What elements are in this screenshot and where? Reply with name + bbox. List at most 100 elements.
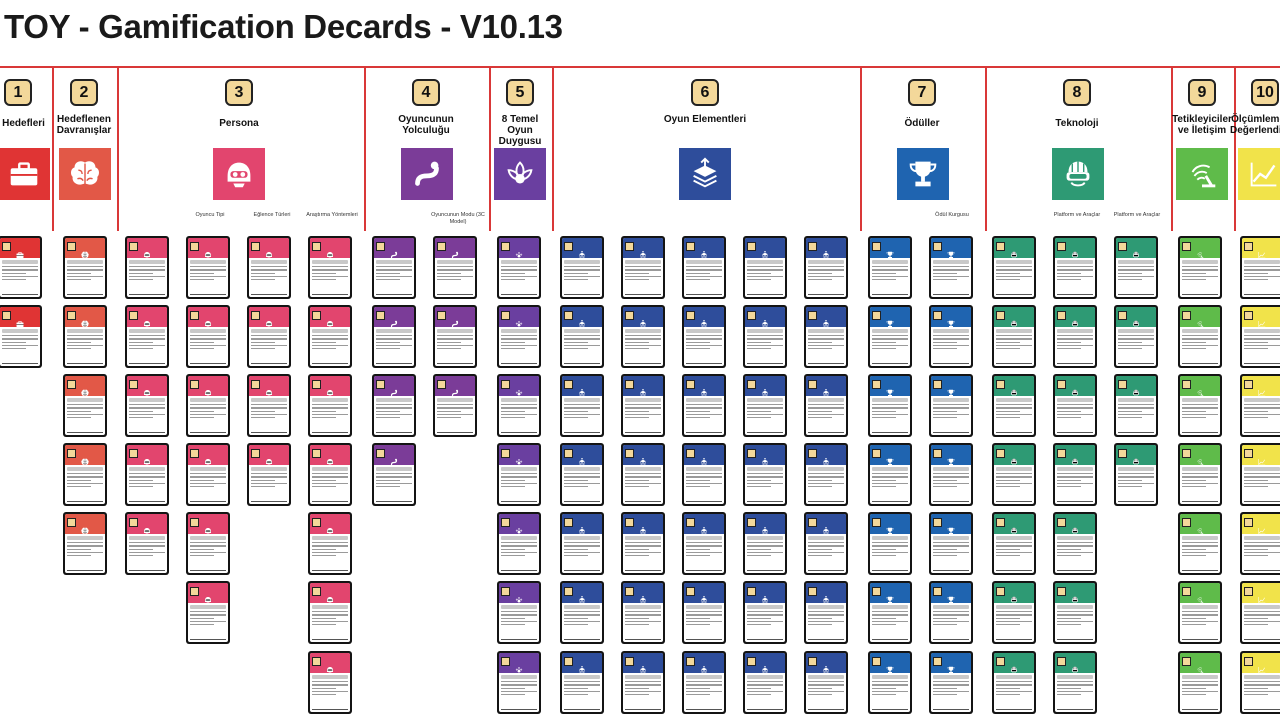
card-3[interactable] [247, 374, 291, 437]
card-6[interactable] [621, 443, 665, 506]
card-7[interactable] [929, 374, 973, 437]
card-8[interactable] [992, 236, 1036, 299]
card-6[interactable] [621, 651, 665, 714]
card-6[interactable] [682, 236, 726, 299]
card-5[interactable] [497, 236, 541, 299]
card-10[interactable] [1240, 305, 1280, 368]
card-2[interactable] [63, 443, 107, 506]
card-6[interactable] [743, 581, 787, 644]
card-3[interactable] [308, 305, 352, 368]
card-8[interactable] [1053, 236, 1097, 299]
card-8[interactable] [1053, 651, 1097, 714]
card-3[interactable] [186, 374, 230, 437]
card-6[interactable] [804, 443, 848, 506]
card-6[interactable] [621, 236, 665, 299]
card-8[interactable] [1114, 374, 1158, 437]
card-3[interactable] [186, 305, 230, 368]
card-6[interactable] [804, 236, 848, 299]
card-7[interactable] [929, 512, 973, 575]
card-6[interactable] [621, 305, 665, 368]
card-8[interactable] [992, 443, 1036, 506]
card-6[interactable] [743, 236, 787, 299]
card-6[interactable] [621, 374, 665, 437]
card-7[interactable] [929, 236, 973, 299]
card-2[interactable] [63, 236, 107, 299]
card-3[interactable] [186, 443, 230, 506]
card-3[interactable] [125, 236, 169, 299]
card-7[interactable] [868, 512, 912, 575]
card-6[interactable] [560, 443, 604, 506]
card-3[interactable] [125, 443, 169, 506]
card-8[interactable] [1053, 374, 1097, 437]
card-8[interactable] [1053, 443, 1097, 506]
card-1[interactable] [0, 236, 42, 299]
card-4[interactable] [433, 236, 477, 299]
card-6[interactable] [804, 305, 848, 368]
card-3[interactable] [125, 305, 169, 368]
card-6[interactable] [804, 512, 848, 575]
card-7[interactable] [868, 443, 912, 506]
card-7[interactable] [868, 236, 912, 299]
card-6[interactable] [560, 651, 604, 714]
card-6[interactable] [743, 443, 787, 506]
card-9[interactable] [1178, 443, 1222, 506]
card-4[interactable] [372, 374, 416, 437]
card-6[interactable] [804, 374, 848, 437]
card-3[interactable] [308, 236, 352, 299]
card-6[interactable] [682, 651, 726, 714]
card-6[interactable] [743, 305, 787, 368]
card-8[interactable] [1053, 512, 1097, 575]
card-5[interactable] [497, 581, 541, 644]
card-7[interactable] [929, 305, 973, 368]
card-6[interactable] [804, 651, 848, 714]
card-4[interactable] [433, 305, 477, 368]
card-6[interactable] [682, 374, 726, 437]
card-9[interactable] [1178, 651, 1222, 714]
card-3[interactable] [125, 374, 169, 437]
card-3[interactable] [186, 236, 230, 299]
card-6[interactable] [621, 512, 665, 575]
card-7[interactable] [868, 374, 912, 437]
card-10[interactable] [1240, 374, 1280, 437]
card-6[interactable] [560, 581, 604, 644]
card-4[interactable] [372, 236, 416, 299]
card-8[interactable] [992, 651, 1036, 714]
card-3[interactable] [186, 512, 230, 575]
card-8[interactable] [1114, 236, 1158, 299]
card-3[interactable] [308, 512, 352, 575]
card-5[interactable] [497, 374, 541, 437]
card-7[interactable] [868, 581, 912, 644]
card-9[interactable] [1178, 236, 1222, 299]
card-8[interactable] [992, 581, 1036, 644]
card-8[interactable] [1114, 443, 1158, 506]
card-3[interactable] [247, 443, 291, 506]
card-3[interactable] [308, 443, 352, 506]
card-3[interactable] [308, 651, 352, 714]
card-3[interactable] [308, 374, 352, 437]
card-7[interactable] [929, 443, 973, 506]
card-8[interactable] [1053, 305, 1097, 368]
card-6[interactable] [743, 512, 787, 575]
card-8[interactable] [992, 305, 1036, 368]
card-9[interactable] [1178, 512, 1222, 575]
card-6[interactable] [743, 651, 787, 714]
card-10[interactable] [1240, 651, 1280, 714]
card-6[interactable] [682, 581, 726, 644]
card-2[interactable] [63, 512, 107, 575]
card-3[interactable] [247, 305, 291, 368]
card-6[interactable] [682, 443, 726, 506]
card-3[interactable] [186, 581, 230, 644]
card-6[interactable] [743, 374, 787, 437]
card-6[interactable] [560, 305, 604, 368]
card-9[interactable] [1178, 374, 1222, 437]
card-7[interactable] [868, 305, 912, 368]
card-8[interactable] [992, 374, 1036, 437]
card-2[interactable] [63, 305, 107, 368]
card-3[interactable] [308, 581, 352, 644]
card-4[interactable] [372, 305, 416, 368]
card-6[interactable] [682, 512, 726, 575]
card-10[interactable] [1240, 581, 1280, 644]
card-6[interactable] [560, 374, 604, 437]
card-10[interactable] [1240, 512, 1280, 575]
card-7[interactable] [868, 651, 912, 714]
